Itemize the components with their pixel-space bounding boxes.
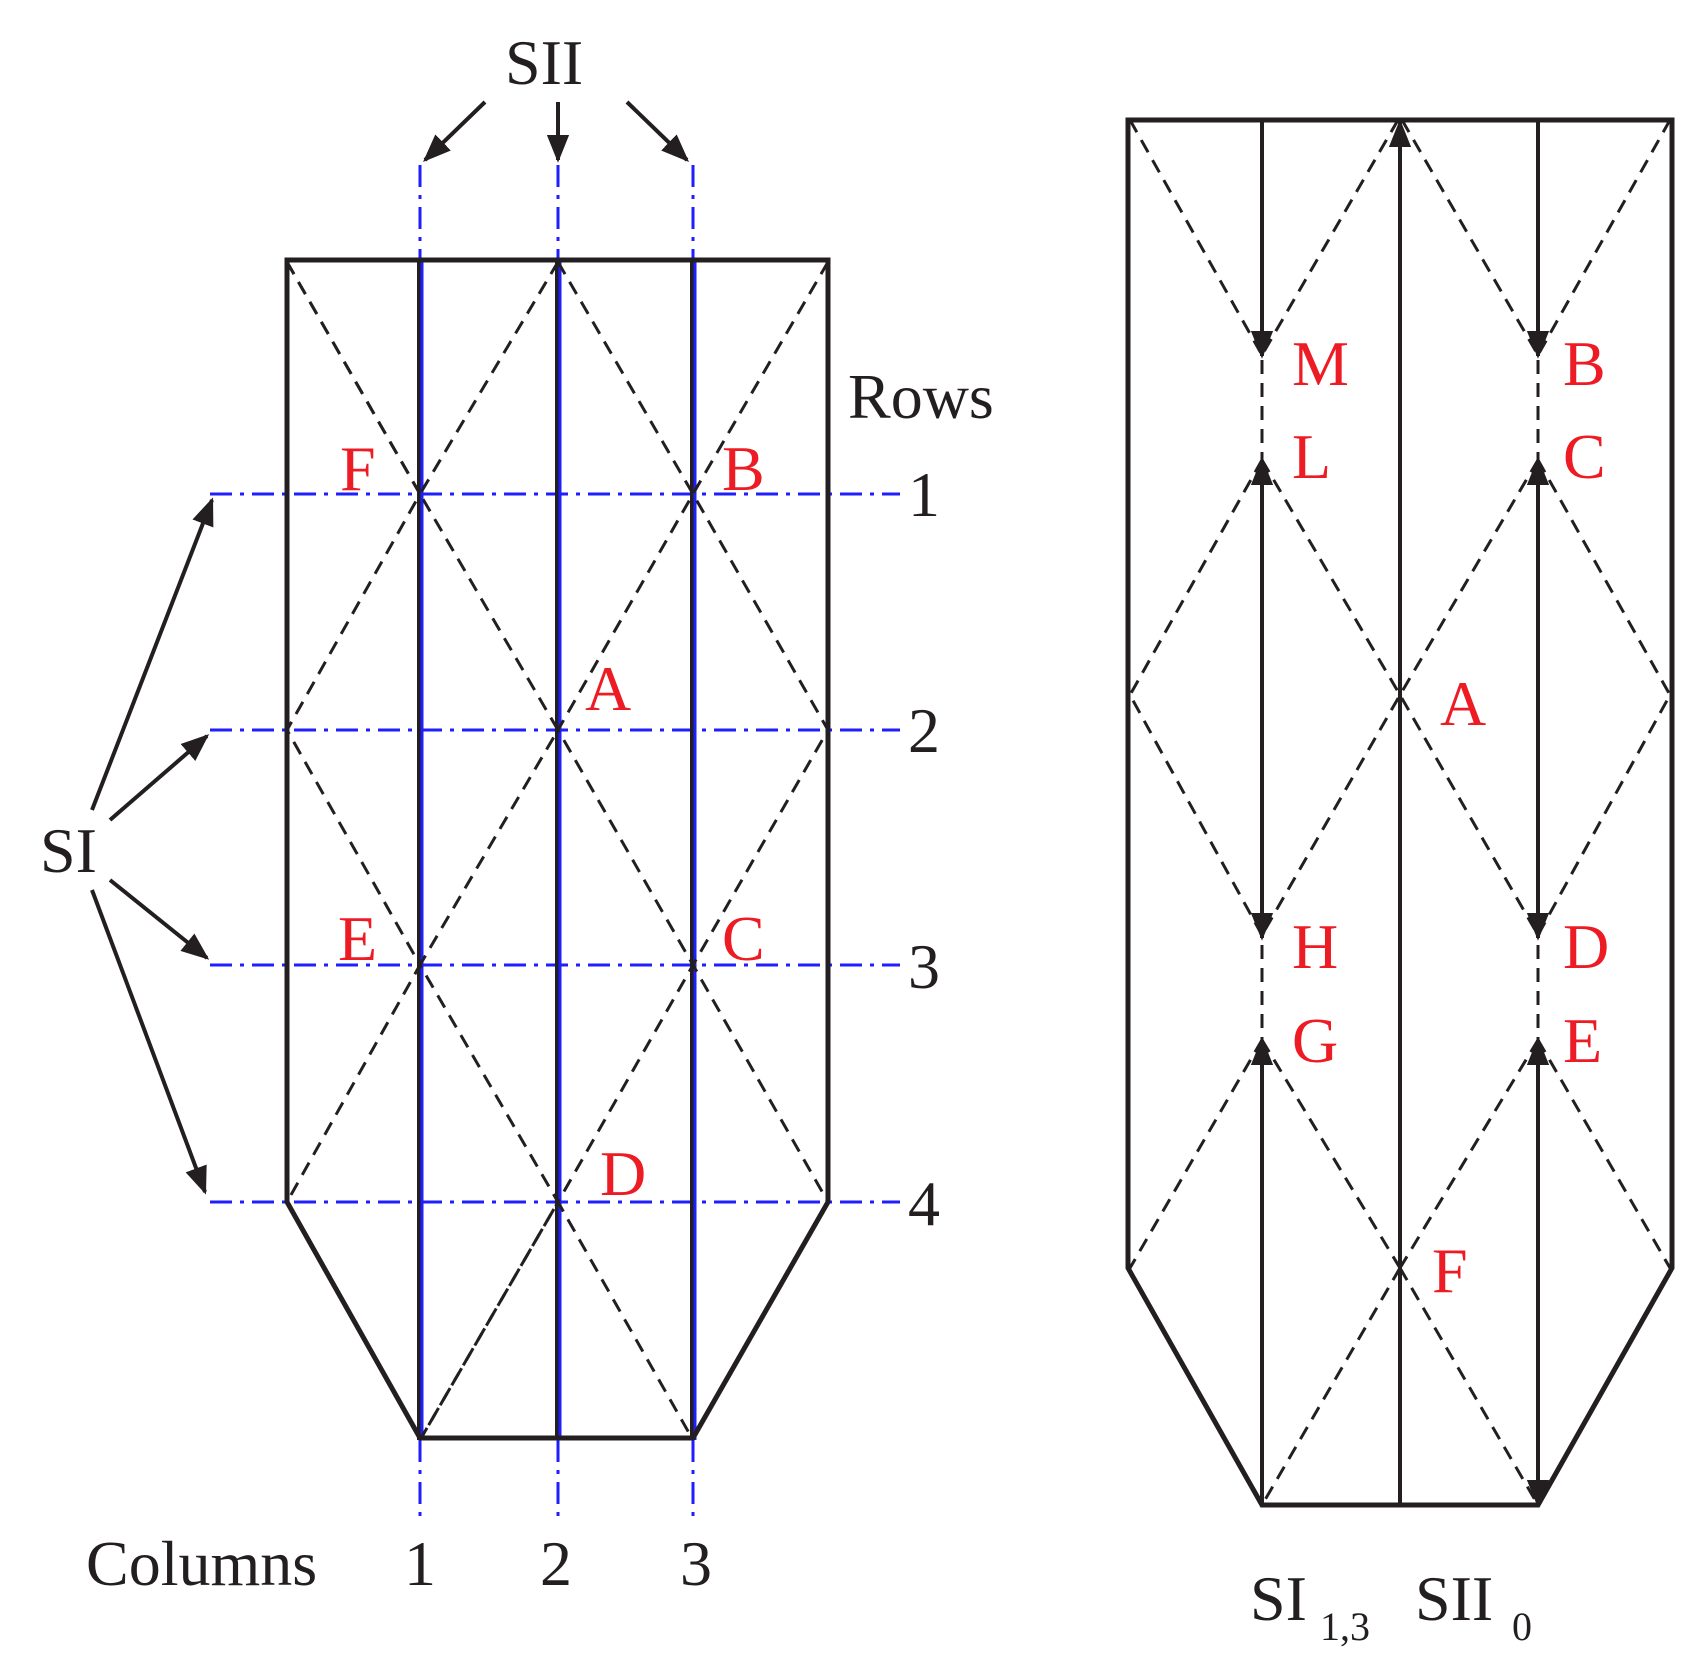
column-extensions	[418, 165, 695, 1520]
column-number-1: 1	[404, 1528, 436, 1599]
caption-si: SI	[1250, 1563, 1307, 1634]
column-number-2: 2	[540, 1528, 572, 1599]
right-diagonals	[1128, 119, 1672, 1506]
point-C: C	[722, 903, 765, 974]
row-number-4: 4	[908, 1168, 940, 1239]
point-F-right: F	[1432, 1235, 1468, 1306]
sii-arrows	[422, 100, 690, 163]
point-C-right: C	[1563, 421, 1606, 492]
point-E: E	[338, 903, 377, 974]
point-F: F	[340, 433, 376, 504]
point-D-right: D	[1563, 911, 1609, 982]
point-A-right: A	[1440, 668, 1486, 739]
si-arrows	[90, 497, 214, 1195]
row-number-1: 1	[908, 459, 940, 530]
point-E-right: E	[1563, 1005, 1602, 1076]
caption-sii: SII	[1415, 1563, 1493, 1634]
point-M: M	[1292, 328, 1349, 399]
point-A: A	[585, 653, 631, 724]
right-outline	[1125, 117, 1675, 1508]
right-diagram: M L B C A H G D E F SI 1,3 SII 0	[1125, 117, 1675, 1649]
column-number-3: 3	[680, 1528, 712, 1599]
rows-label: Rows	[848, 361, 994, 432]
caption-si-subscript: 1,3	[1320, 1604, 1370, 1649]
caption-sii-subscript: 0	[1512, 1604, 1532, 1649]
point-B-right: B	[1563, 328, 1606, 399]
si-label: SI	[40, 815, 97, 886]
point-L: L	[1292, 421, 1331, 492]
sii-label: SII	[505, 27, 583, 98]
columns-label: Columns	[86, 1528, 317, 1599]
point-G: G	[1292, 1005, 1338, 1076]
row-number-3: 3	[908, 931, 940, 1002]
row-number-2: 2	[908, 695, 940, 766]
point-D: D	[600, 1138, 646, 1209]
left-diagram: SII SI Rows 1 2 3 4 Columns 1 2 3 F B A …	[40, 27, 994, 1599]
left-outline	[284, 257, 831, 1441]
point-B: B	[722, 433, 765, 504]
point-H: H	[1292, 911, 1338, 982]
right-verticals	[1250, 119, 1550, 1508]
column-lines	[417, 260, 697, 1440]
